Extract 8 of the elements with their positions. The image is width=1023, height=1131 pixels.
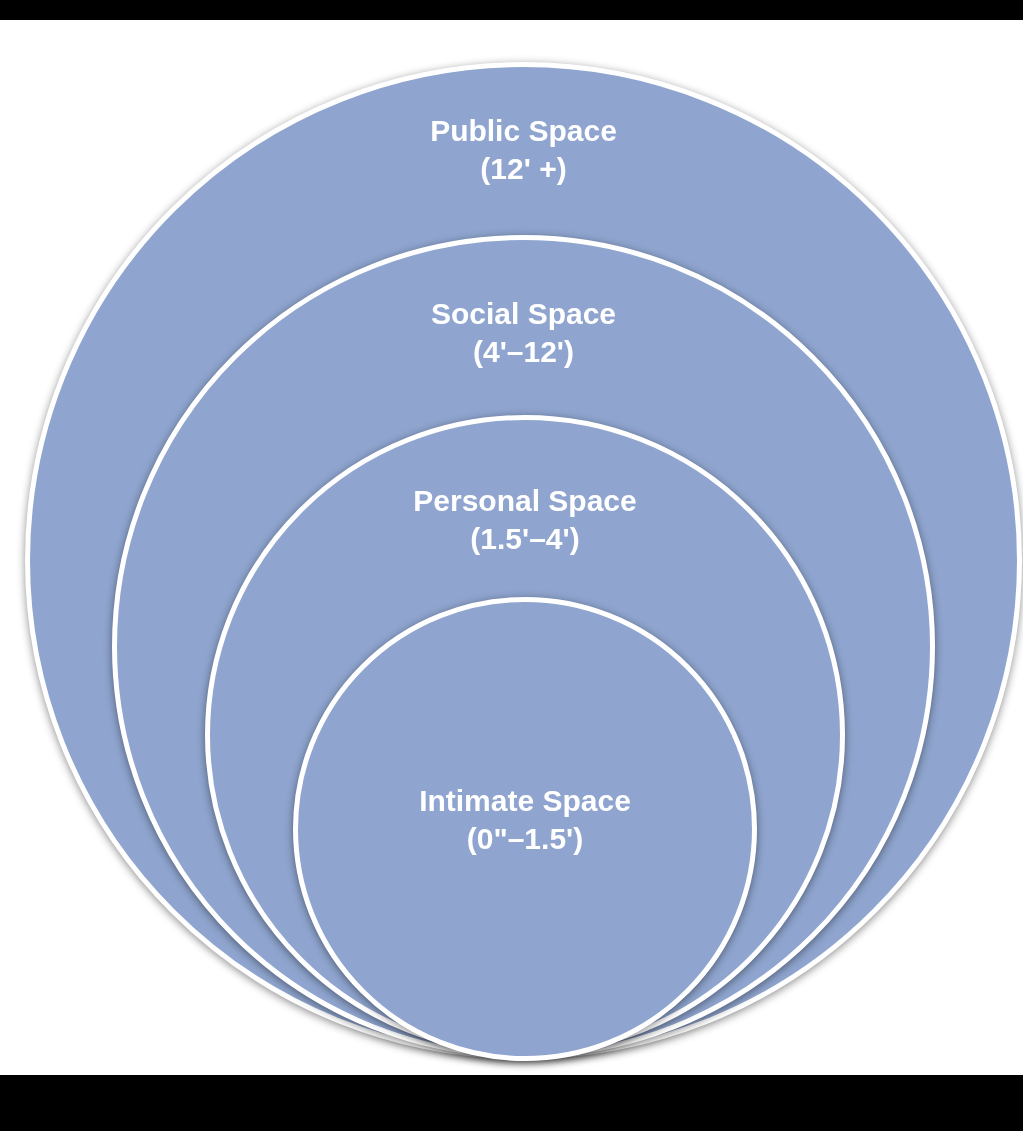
distance-range: (0"–1.5')	[466, 821, 584, 857]
distance-range: (12' +)	[480, 151, 567, 187]
zone-name: Social Space	[430, 296, 617, 332]
zone-name: Personal Space	[413, 483, 637, 519]
distance-range: (4'–12')	[473, 334, 574, 370]
distance-range: (1.5'–4')	[470, 521, 580, 557]
zone-name: Public Space	[430, 113, 617, 149]
zone-name: Intimate Space	[419, 783, 631, 819]
